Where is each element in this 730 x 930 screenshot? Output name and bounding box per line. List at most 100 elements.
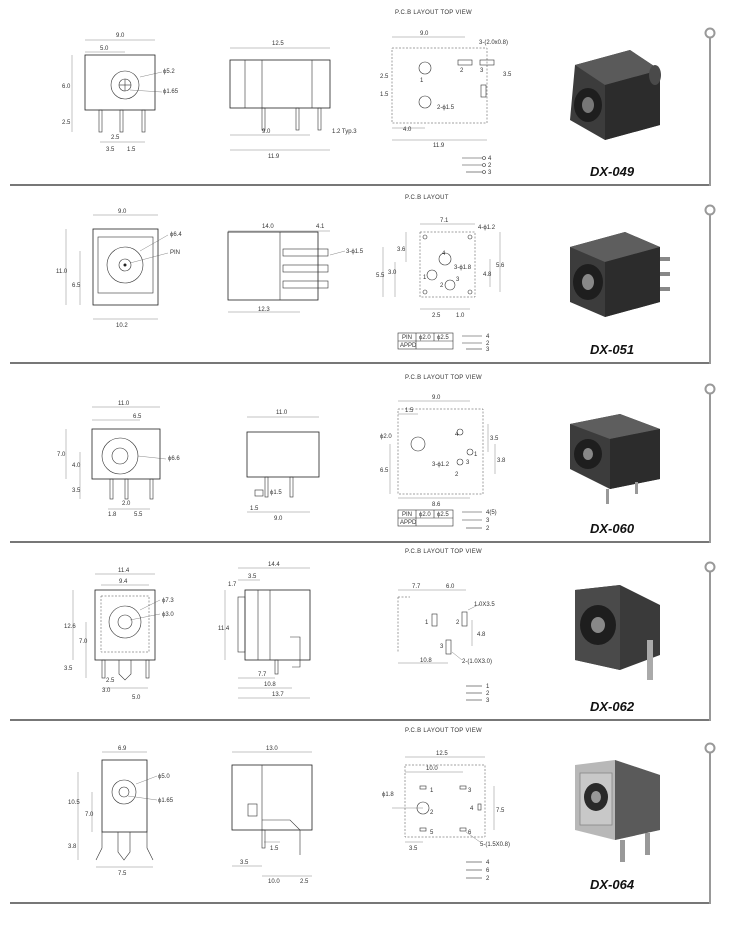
table-cell: PIN xyxy=(402,335,412,341)
dim-text: ϕ1.65 xyxy=(163,89,179,95)
dim-text: 5.0 xyxy=(132,695,141,701)
pcb-layout-title: P.C.B LAYOUT xyxy=(405,195,449,201)
dim-text: 4 xyxy=(470,806,474,812)
product-row-dx049: 9.0 5.0 6.0 2.5 2.5 3.5 1.5 ϕ5.2 ϕ1.65 1… xyxy=(0,0,730,186)
row-separator xyxy=(10,184,710,186)
dim-text: 1 xyxy=(425,620,429,626)
dim-text: 6 xyxy=(468,830,472,836)
dim-text: 3.5 xyxy=(490,436,499,442)
legend-text: 3 xyxy=(488,170,492,176)
dim-text: 10.8 xyxy=(420,658,432,664)
dim-text: 3 xyxy=(466,460,470,466)
dim-text: 3.5 xyxy=(248,574,257,580)
table-cell: ϕ2.5 xyxy=(437,512,449,518)
dim-text: 9.0 xyxy=(262,129,271,135)
dim-text: ϕ6.6 xyxy=(168,456,180,462)
dim-text: 1.7 xyxy=(228,582,237,588)
row-side-bar xyxy=(709,572,711,721)
model-label: DX-062 xyxy=(590,699,635,714)
dim-text: 3.5 xyxy=(503,72,512,78)
pcb-layout-title: P.C.B LAYOUT TOP VIEW xyxy=(405,549,482,555)
table-cell: ϕ2.0 xyxy=(419,512,431,518)
legend-text: 2 xyxy=(486,526,490,532)
dim-text: ϕ1.5 xyxy=(270,490,282,496)
hanger-ring-icon xyxy=(704,742,716,754)
model-label: DX-051 xyxy=(590,342,635,357)
row-separator xyxy=(10,541,710,543)
row-side-bar xyxy=(709,394,711,543)
row-side-bar xyxy=(709,38,711,186)
dim-text: 1.0 xyxy=(456,313,465,319)
dim-text: ϕ7.3 xyxy=(162,598,174,604)
dim-text: 1 xyxy=(474,452,478,458)
dim-text: 5-(1.5X0.8) xyxy=(480,842,510,848)
front-view-drawing: 9.0 ϕ6.4 PIN 11.0 6.5 10.2 14.0 4.1 3-ϕ1… xyxy=(56,209,505,353)
dim-text: 4.0 xyxy=(72,463,81,469)
dim-text: 2.5 xyxy=(300,879,309,885)
dim-text: 4 xyxy=(455,432,459,438)
dim-text: 3.8 xyxy=(497,458,506,464)
dim-text: 7.0 xyxy=(79,639,88,645)
dim-text: ϕ6.4 xyxy=(170,232,182,238)
table-cell: PIN xyxy=(402,512,412,518)
product-photo xyxy=(575,585,660,680)
dim-text: 1.5 xyxy=(270,846,279,852)
dim-text: 1.5 xyxy=(380,92,389,98)
dim-text: 11.0 xyxy=(276,410,288,416)
dim-text: 13.7 xyxy=(272,692,284,698)
dim-text: 3-ϕ1.5 xyxy=(346,249,364,255)
dim-text: 2-ϕ1.5 xyxy=(437,105,455,111)
dim-text: 2 xyxy=(440,283,444,289)
dim-text: 12.5 xyxy=(436,751,448,757)
dim-text: 4 xyxy=(442,251,446,257)
dim-text: 11.4 xyxy=(218,626,230,632)
front-view-drawing: 6.9 ϕ5.0 ϕ1.65 10.5 7.0 3.8 7.5 13.0 1.5… xyxy=(68,746,510,885)
dim-text: 2.5 xyxy=(111,135,120,141)
dim-text: 11.9 xyxy=(433,143,445,149)
model-label: DX-060 xyxy=(590,521,635,536)
dim-text: 2.5 xyxy=(432,313,441,319)
dim-text: 9.4 xyxy=(119,579,128,585)
product-photo xyxy=(570,50,661,140)
dim-text: 2-(1.0X3.0) xyxy=(462,659,492,665)
dim-text: ϕ1.8 xyxy=(382,792,394,798)
product-row-dx064: 6.9 ϕ5.0 ϕ1.65 10.5 7.0 3.8 7.5 13.0 1.5… xyxy=(0,720,730,930)
table-cell: ϕ2.0 xyxy=(419,335,431,341)
row-separator xyxy=(10,902,710,904)
dim-text: 3.5 xyxy=(72,488,81,494)
dim-text: 3-ϕ1.8 xyxy=(454,265,472,271)
dim-text: 2.0 xyxy=(122,501,131,507)
legend-text: 6 xyxy=(486,868,490,874)
dim-text: 10.0 xyxy=(268,879,280,885)
dim-text: 5.5 xyxy=(376,273,385,279)
dim-text: 1 xyxy=(423,275,427,281)
dim-text: 2 xyxy=(430,810,434,816)
dim-text: 7.5 xyxy=(496,808,505,814)
dim-text: 10.8 xyxy=(264,682,276,688)
model-label: DX-064 xyxy=(590,877,635,892)
dim-text: 2.5 xyxy=(106,678,115,684)
product-row-dx062: 11.4 9.4 ϕ7.3 ϕ3.0 12.6 7.0 3.5 2.5 3.0 … xyxy=(0,542,730,721)
dim-text: 3.8 xyxy=(68,844,77,850)
dim-text: ϕ3.0 xyxy=(162,612,174,618)
dim-text: 9.0 xyxy=(420,31,429,37)
hanger-ring-icon xyxy=(704,383,716,395)
dim-text: 5.5 xyxy=(134,512,143,518)
dim-text: 7.0 xyxy=(57,452,66,458)
dim-text: 9.0 xyxy=(118,209,127,215)
dim-text: 11.0 xyxy=(56,269,68,275)
table-cell: ϕ2.5 xyxy=(437,335,449,341)
front-view-drawing: 11.4 9.4 ϕ7.3 ϕ3.0 12.6 7.0 3.5 2.5 3.0 … xyxy=(64,562,495,704)
dim-text: 4.0 xyxy=(403,127,412,133)
dim-text: 3-(2.0x0.8) xyxy=(479,40,508,46)
dim-text: 3 xyxy=(456,277,460,283)
pcb-layout-title: P.C.B LAYOUT TOP VIEW xyxy=(405,375,482,381)
dim-text: 3.0 xyxy=(102,688,111,694)
dim-text: ϕ1.65 xyxy=(158,798,174,804)
dim-text: 14.4 xyxy=(268,562,280,568)
dim-text: 9.0 xyxy=(116,33,125,39)
dim-text: 10.0 xyxy=(426,766,438,772)
dim-text: 4-ϕ1.2 xyxy=(478,225,496,231)
dim-text: 11.9 xyxy=(268,154,280,160)
dim-text: 9.0 xyxy=(432,395,441,401)
